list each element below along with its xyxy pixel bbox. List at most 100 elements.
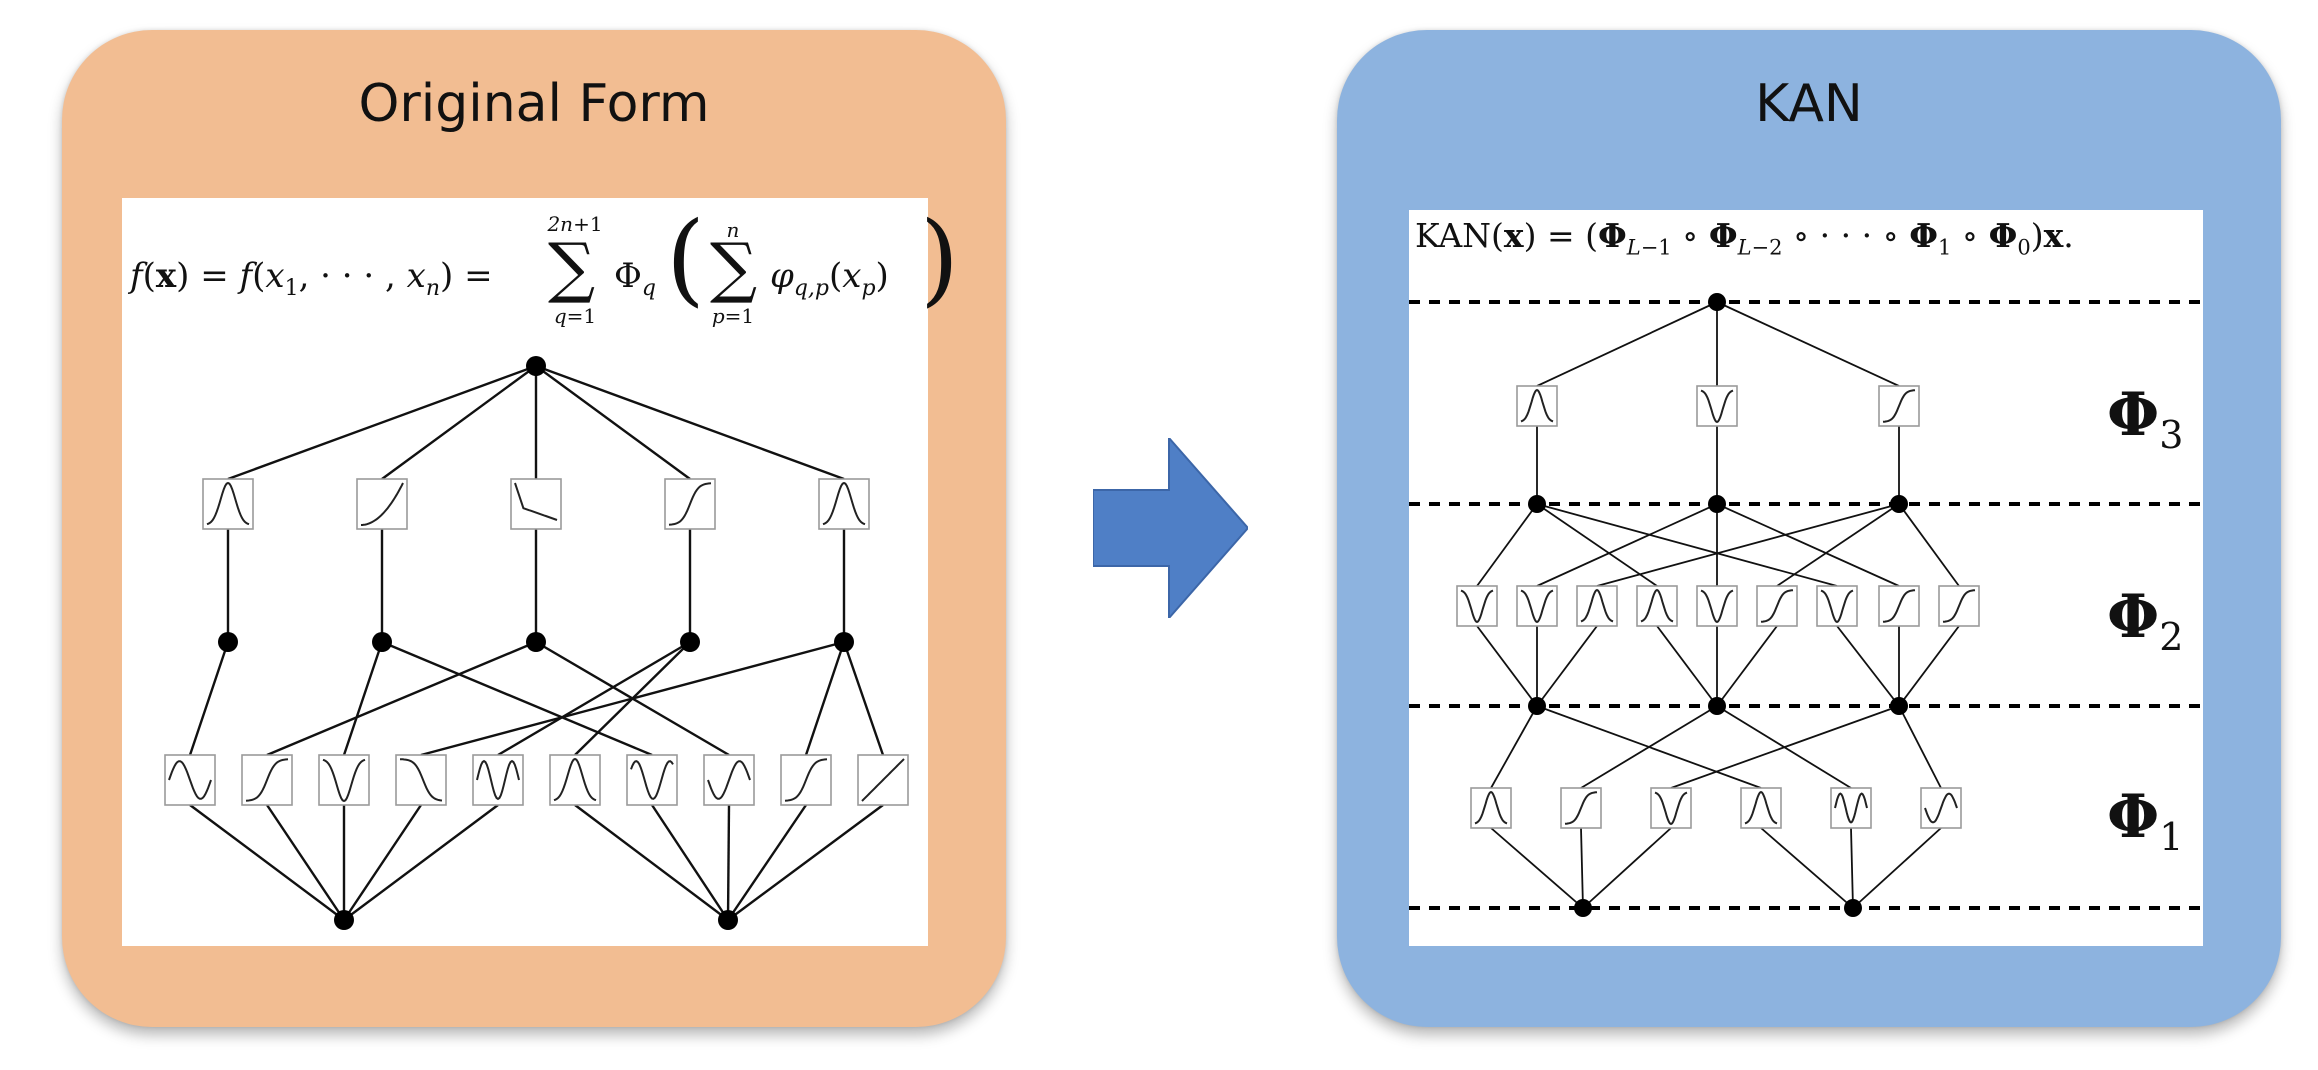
edge-line: [1490, 705, 1538, 789]
node: [1574, 899, 1592, 917]
original-form-network: [164, 356, 909, 930]
activation-function-box: [164, 754, 216, 806]
edge-line: [381, 365, 537, 480]
activation-function-box: [1696, 585, 1738, 627]
activation-function-box: [780, 754, 832, 806]
node: [1528, 697, 1546, 715]
edge-line: [1852, 827, 1942, 909]
node: [526, 632, 546, 652]
activation-function-box: [356, 478, 408, 530]
edge-line: [266, 804, 345, 921]
node: [526, 356, 546, 376]
edge-line: [1536, 625, 1598, 707]
edge-line: [804, 641, 846, 756]
edge-line: [535, 365, 691, 480]
layer-label-phi-1: Φ1: [2107, 782, 2184, 859]
edge-line: [1898, 503, 1960, 587]
activation-function-box: [1576, 585, 1618, 627]
activation-function-box: [472, 754, 524, 806]
edge-line: [1536, 503, 1718, 587]
edge-line: [1716, 705, 1852, 789]
edge-line: [1596, 503, 1900, 587]
edge-line: [1490, 827, 1584, 909]
edge-line: [1536, 705, 1762, 789]
activation-function-box: [1878, 385, 1920, 427]
node: [1844, 899, 1862, 917]
node: [334, 910, 354, 930]
edge-line: [535, 640, 730, 757]
right-arrow-icon: [1093, 438, 1248, 618]
edge-line: [1476, 625, 1538, 707]
edge-line: [650, 804, 730, 921]
edge-line: [188, 641, 230, 756]
edge-line: [574, 804, 729, 921]
kan-panel: KAN KAN(x) = (ΦL−1 ∘ ΦL−2 ∘ · · · ∘ Φ1 ∘…: [1337, 30, 2281, 1027]
activation-function-box: [703, 754, 755, 806]
activation-function-box: [1516, 585, 1558, 627]
edge-line: [343, 804, 499, 921]
activation-function-box: [664, 478, 716, 530]
activation-function-box: [1740, 787, 1782, 829]
edge-line: [342, 641, 384, 756]
kan-figure: KAN(x) = (ΦL−1 ∘ ΦL−2 ∘ · · · ∘ Φ1 ∘ Φ0)…: [1409, 210, 2203, 946]
edge-line: [1898, 705, 1942, 789]
node: [718, 910, 738, 930]
activation-function-box: [626, 754, 678, 806]
edge-line: [381, 640, 653, 757]
edge-line: [189, 804, 345, 921]
kan-network: [1409, 293, 2203, 917]
kan-formula: KAN(x) = (ΦL−1 ∘ ΦL−2 ∘ · · · ∘ Φ1 ∘ Φ0)…: [1415, 216, 2074, 260]
activation-function-box: [1816, 585, 1858, 627]
edge-line: [227, 364, 537, 481]
edge-line: [266, 640, 537, 757]
edge-line: [1898, 625, 1960, 707]
node: [1708, 697, 1726, 715]
original-form-figure: f(x) = f(x1, · · · , xn) = 2n+1 ∑ q=1 Φq…: [122, 198, 959, 946]
edge-line: [727, 804, 807, 921]
activation-function-box: [857, 754, 909, 806]
activation-function-box: [1878, 585, 1920, 627]
edge-line: [497, 640, 691, 757]
activation-function-box: [395, 754, 447, 806]
layer-label-phi-3: Φ3: [2107, 380, 2184, 457]
activation-function-box: [1456, 585, 1498, 627]
edge-line: [1776, 503, 1900, 587]
node: [1708, 495, 1726, 513]
node: [1528, 495, 1546, 513]
activation-function-box: [241, 754, 293, 806]
node: [834, 632, 854, 652]
activation-function-box: [1636, 585, 1678, 627]
activation-function-box: [1516, 385, 1558, 427]
activation-function-box: [510, 478, 562, 530]
edge-line: [343, 804, 422, 921]
edge-line: [1850, 827, 1854, 909]
edge-line: [1716, 625, 1778, 707]
original-form-panel: Original Form f(x) = f(x1, · · · , xn) =…: [62, 30, 1006, 1027]
edge-line: [1836, 625, 1900, 707]
node: [372, 632, 392, 652]
panel-title-kan: KAN: [1755, 74, 1863, 134]
edge-line: [1582, 827, 1672, 909]
activation-function-box: [1470, 787, 1512, 829]
edge-line: [842, 641, 885, 756]
edge-line: [1536, 503, 1658, 587]
activation-function-box: [1650, 787, 1692, 829]
edge-line: [1716, 301, 1900, 387]
layer-label-phi-2: Φ2: [2107, 582, 2184, 659]
activation-function-box: [818, 478, 870, 530]
activation-function-box: [549, 754, 601, 806]
node: [218, 632, 238, 652]
activation-function-box: [318, 754, 370, 806]
activation-function-box: [1696, 385, 1738, 427]
panel-title-original-form: Original Form: [358, 74, 710, 134]
activation-function-box: [1920, 787, 1962, 829]
edge-line: [1476, 503, 1538, 587]
edge-line: [535, 364, 845, 481]
edge-line: [1536, 503, 1838, 587]
edge-line: [726, 804, 731, 921]
node: [1890, 697, 1908, 715]
activation-function-box: [1938, 585, 1980, 627]
activation-function-box: [1830, 787, 1872, 829]
activation-function-box: [202, 478, 254, 530]
activation-function-box: [1560, 787, 1602, 829]
